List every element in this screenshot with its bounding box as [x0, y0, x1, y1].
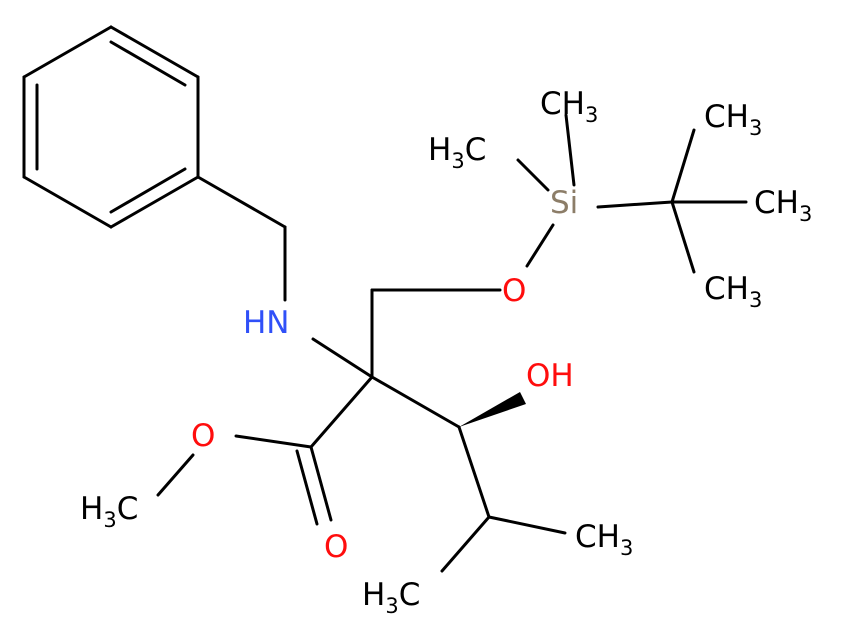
aromatic-bond	[109, 167, 187, 214]
bond	[487, 515, 567, 535]
methyl-label: CH3	[575, 519, 633, 560]
bond	[156, 453, 195, 497]
bond	[440, 515, 491, 573]
methyl-label: CH3	[754, 185, 812, 226]
oxygen-atom-label: O	[191, 418, 215, 454]
bond	[109, 175, 200, 229]
bond	[234, 434, 313, 449]
bond	[670, 128, 696, 204]
silicon-atom-label: Si	[550, 185, 578, 221]
bond	[457, 425, 491, 519]
methyl-label: H3C	[362, 577, 420, 618]
methyl-label: CH3	[704, 271, 762, 312]
methyl-label: CH3	[540, 86, 598, 127]
methyl-label: CH3	[704, 99, 762, 140]
bond	[109, 25, 200, 79]
bond	[22, 175, 113, 229]
amine-label: HN	[243, 305, 290, 341]
bond	[196, 175, 287, 229]
bond	[564, 113, 576, 187]
benzene-ring	[22, 25, 200, 229]
wedge-bond	[459, 392, 526, 427]
bond	[670, 200, 696, 274]
bond	[22, 25, 113, 79]
oxygen-atom-label: O	[502, 273, 526, 309]
hydroxyl-label: OH	[526, 358, 574, 394]
bond	[525, 223, 555, 268]
bond	[309, 375, 374, 449]
carbonyl-oxygen-label: O	[324, 529, 348, 565]
methyl-label: H3C	[428, 132, 486, 173]
double-bond	[295, 449, 319, 526]
bond	[596, 200, 674, 209]
aromatic-bond	[109, 40, 187, 87]
bond	[311, 337, 374, 379]
double-bond	[309, 445, 333, 522]
bond	[516, 158, 550, 192]
bond	[370, 375, 461, 429]
methoxy-methyl-label: H3C	[80, 491, 138, 532]
